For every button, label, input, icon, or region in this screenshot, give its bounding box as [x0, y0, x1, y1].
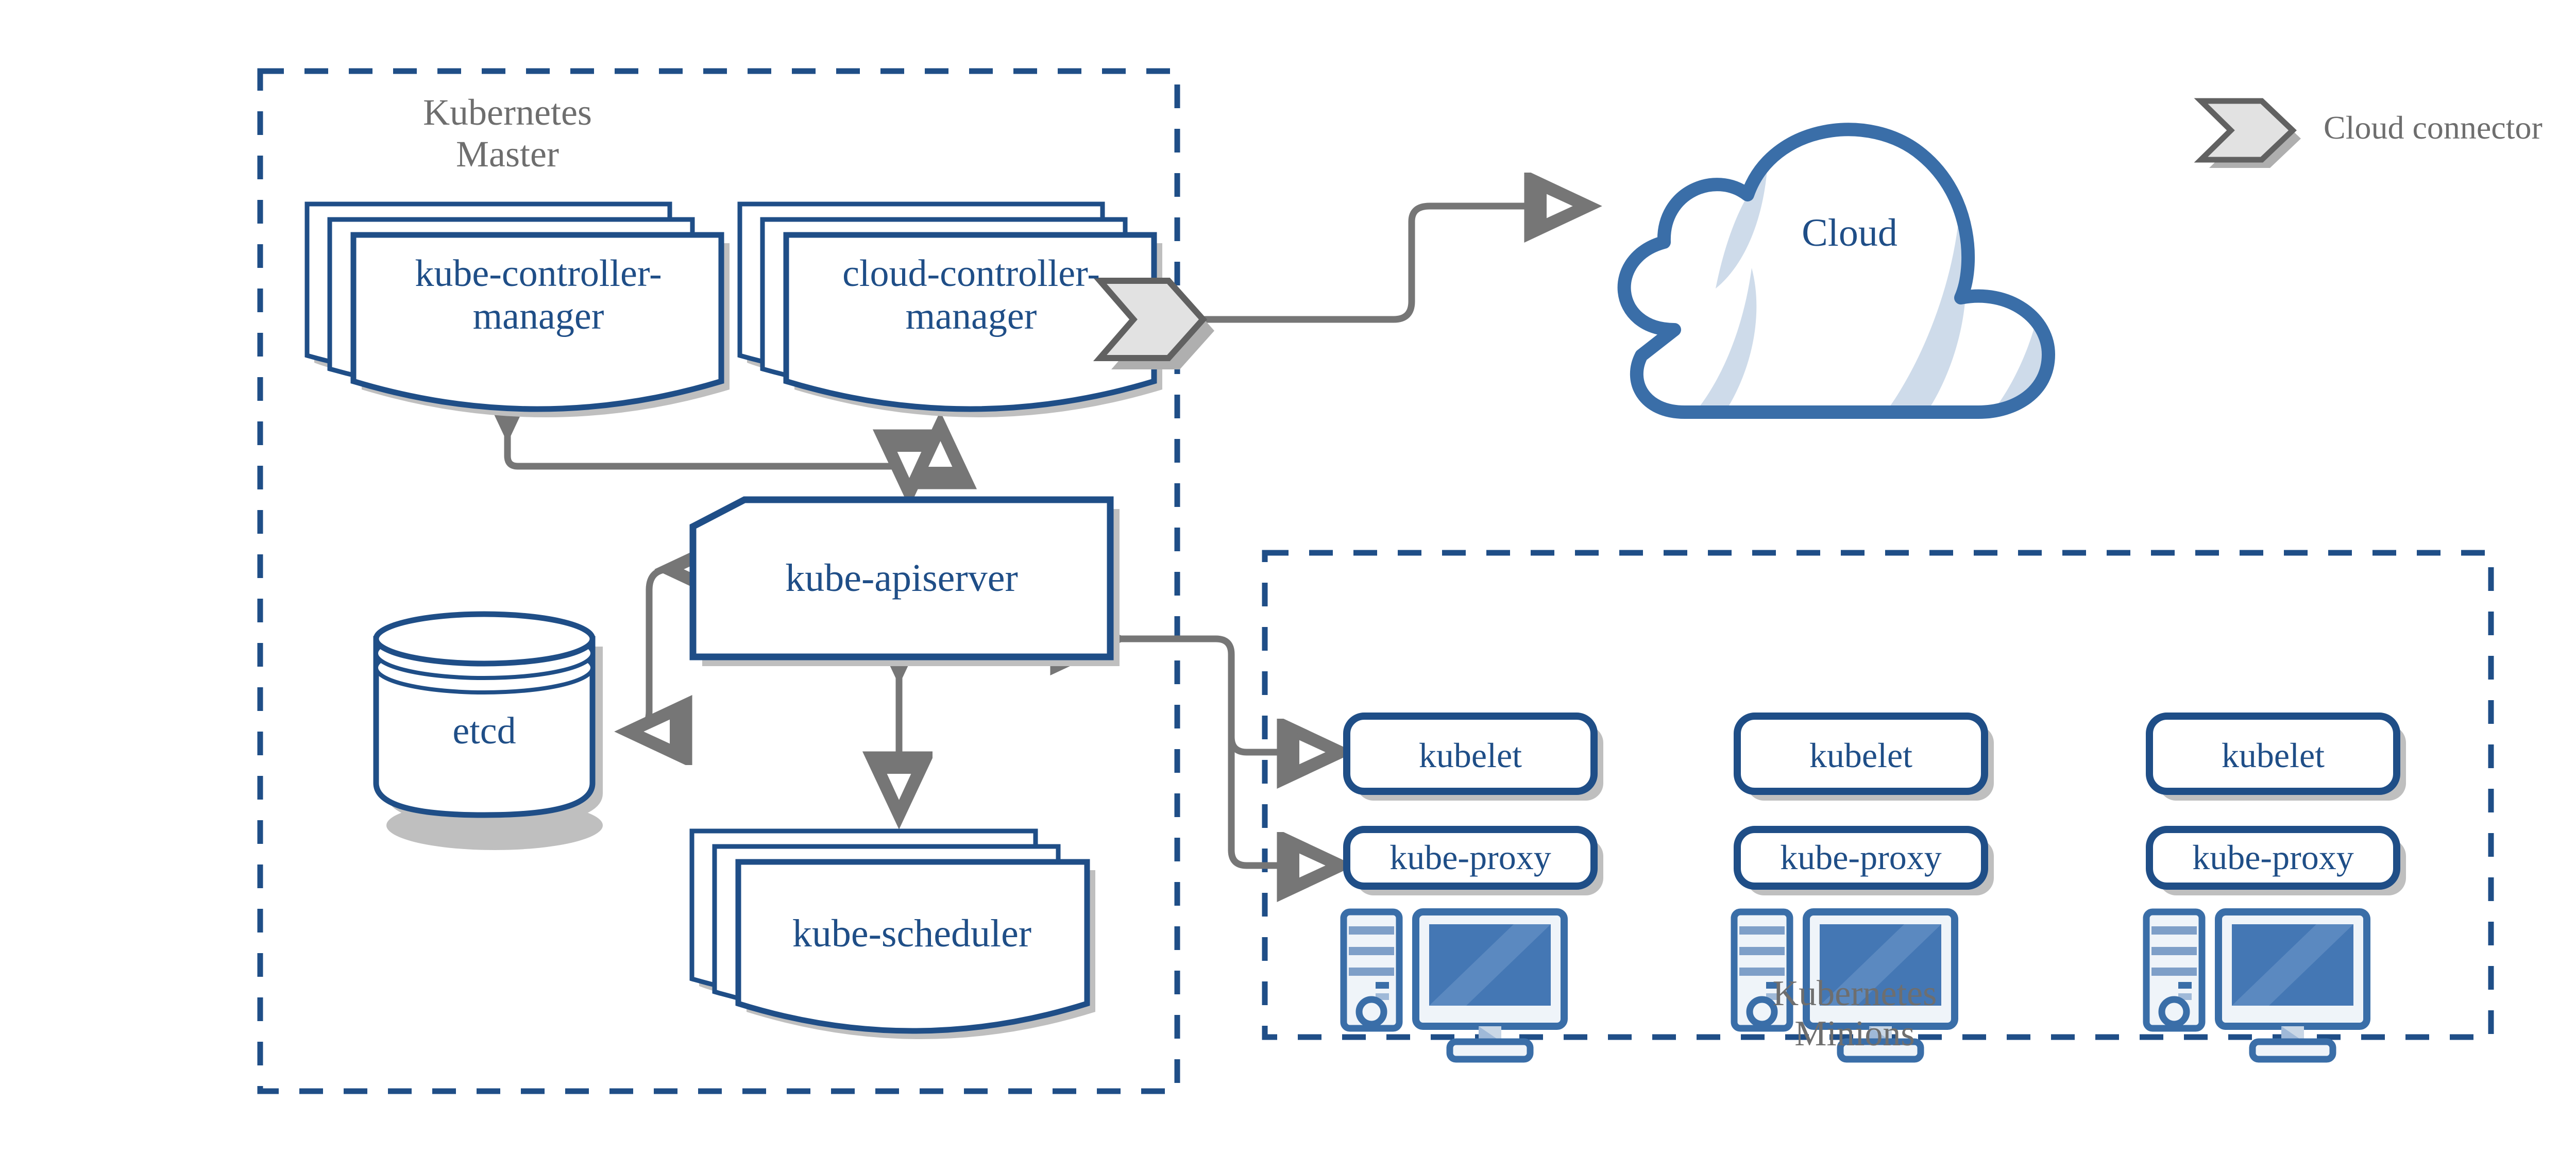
minion-1-kubelet-box [1343, 713, 1598, 795]
minion-1 [1340, 713, 1603, 1063]
connector-trunk-to-kubeproxy [1228, 685, 1340, 866]
connector-apiserver-to-minions [1113, 639, 1340, 752]
node-kube-apiserver [689, 496, 1120, 666]
cloud-controller-manager-page [783, 232, 1157, 412]
connector-apiserver-to-controllers [507, 428, 913, 477]
minion-2 [1731, 713, 1994, 1063]
kube-controller-manager-page [350, 232, 724, 412]
connector-etcd-apiserver-out [630, 569, 670, 732]
minion-2-kube-proxy-box [1734, 826, 1988, 890]
master-group-border [257, 68, 1180, 1094]
node-kube-controller-manager [304, 201, 730, 417]
kube-scheduler-page [735, 859, 1090, 1034]
cloud-connector-icon [1093, 278, 1214, 369]
connector-fork-to-cloud-controller [906, 427, 940, 466]
node-cloud-controller-manager [737, 201, 1162, 417]
minion-1-computer-icon [1340, 908, 1568, 1063]
cloud-outline [1617, 123, 2055, 419]
kube-apiserver-box [689, 496, 1114, 660]
minion-3 [2143, 713, 2406, 1063]
cloud-shape [1617, 123, 2055, 419]
connector-cloud-controller-to-cloud [1200, 206, 1587, 323]
minion-1-kube-proxy-box [1343, 826, 1598, 890]
minion-2-kubelet-box [1734, 713, 1988, 795]
minion-3-kube-proxy-box [2146, 826, 2400, 890]
node-kube-scheduler [689, 828, 1095, 1039]
minion-2-computer-icon [1731, 908, 1958, 1063]
etcd-top-ellipse [373, 611, 596, 667]
legend-chevron-icon [2194, 98, 2301, 168]
minion-3-computer-icon [2143, 908, 2370, 1063]
node-etcd [373, 611, 603, 850]
minion-3-kubelet-box [2146, 713, 2400, 795]
